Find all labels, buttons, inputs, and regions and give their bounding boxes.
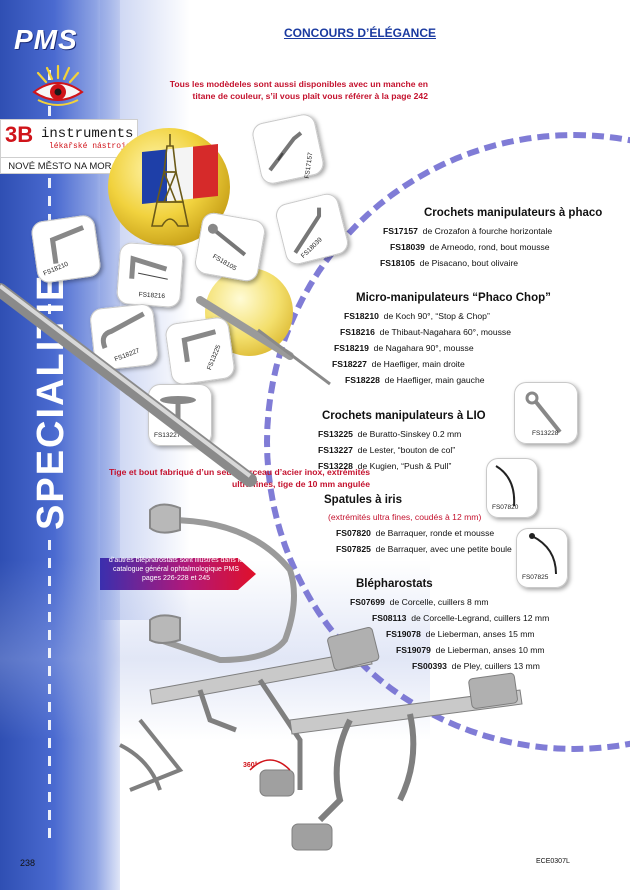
side-note: Tige et bout fabriqué d’un seul morceau … [108, 467, 370, 489]
badge-city: NOVÉ MĚSTO NA MORAVĚ [1, 157, 137, 172]
list-item: FS07820 de Barraquer, ronde et mousse [336, 528, 495, 538]
olive-tip-icon [207, 223, 247, 257]
list-item: FS18216 de Thibaut-Nagahara 60°, mousse [340, 327, 511, 337]
pms-logo: PMS [14, 24, 78, 55]
page-title: CONCOURS D’ÉLÉGANCE [283, 26, 436, 40]
chopper-tip-icon [129, 255, 168, 280]
list-item: FS07825 de Barraquer, avec une petite bo… [336, 544, 512, 554]
thumb-fs18216: FS18216 [115, 241, 185, 309]
thumb-code: FS13228 [532, 430, 559, 437]
rotation-label: 360° [243, 762, 258, 769]
hook-tip-icon [268, 131, 303, 172]
list-item: FS19078 de Lieberman, anses 15 mm [386, 629, 535, 639]
band-dash-top [48, 70, 51, 330]
thumb-fs13227: FS13227 [148, 384, 212, 446]
list-item: FS13227 de Lester, “bouton de col” [318, 445, 456, 455]
thumb-code: FS07825 [522, 574, 549, 581]
badge-name: instruments [41, 126, 134, 142]
section-heading-phaco: Crochets manipulateurs à phaco [420, 207, 607, 219]
thumb-fs07825: FS07825 [516, 528, 568, 588]
thumb-fs13228: FS13228 [514, 382, 578, 444]
badge-subtitle: lékařské nástroje [49, 142, 131, 151]
push-pull-hook-icon [525, 391, 562, 434]
thumb-fs18227: FS18227 [88, 302, 160, 372]
callout-text: d’autres blépharostats sont illustrés da… [108, 557, 244, 582]
list-item: FS18219 de Nagahara 90°, mousse [334, 343, 474, 353]
list-item: FS18039 de Arneodo, rond, bout mousse [390, 242, 550, 252]
thumb-code: FS07820 [492, 504, 519, 511]
spatula-ball-icon [529, 533, 557, 575]
thumb-code: FS13227 [154, 432, 181, 439]
badge-prefix: 3B [5, 122, 34, 147]
page-number: 238 [20, 858, 36, 868]
list-item: FS17157 de Crozafon à fourche horizontal… [383, 226, 553, 236]
list-item: FS13228 de Kugien, “Push & Pull” [318, 461, 452, 471]
hook-tip-icon [293, 207, 322, 254]
list-item: FS18228 de Haefliger, main gauche [345, 375, 485, 385]
list-item: FS08113 de Corcelle-Legrand, cuillers 12… [372, 613, 550, 623]
list-item: FS18105 de Pisacano, bout olivaire [380, 258, 519, 268]
spatula-icon [495, 465, 516, 507]
side-label: SPECIALITIES [30, 246, 72, 530]
chopper-tip-icon [49, 225, 85, 264]
thumb-fs18210: FS18210 [29, 213, 103, 285]
hook-tip-icon [181, 329, 217, 363]
list-item: FS13225 de Buratto-Sinskey 0.2 mm [318, 429, 462, 439]
thumb-fs17157: FS17157 [250, 112, 326, 186]
list-item: FS18227 de Haefliger, main droite [332, 359, 465, 369]
section-note: (extrémités ultra fines, coudés à 12 mm) [328, 512, 482, 522]
eiffel-tower-icon [151, 134, 189, 227]
section-heading-spatules: Spatules à iris [320, 494, 406, 506]
thumb-fs13225: FS13225 [163, 315, 237, 387]
band-dash-bottom [48, 540, 51, 840]
list-item: FS07699 de Corcelle, cuillers 8 mm [350, 597, 489, 607]
intro-text: Tous les modèdeles sont aussi disponible… [169, 79, 428, 101]
eye-logo-icon [32, 64, 84, 106]
thumb-fs18105: FS18105 [193, 210, 267, 284]
section-heading-chop: Micro-manipulateurs “Phaco Chop” [352, 292, 555, 304]
list-item: FS19079 de Lieberman, anses 10 mm [396, 645, 545, 655]
list-item: FS18210 de Koch 90°, “Stop & Chop” [344, 311, 490, 321]
section-heading-blepharostats: Blépharostats [352, 578, 437, 590]
list-item: FS00393 de Pley, cuillers 13 mm [412, 661, 540, 671]
thumb-fs07820: FS07820 [486, 458, 538, 518]
page-code: ECE0307L [536, 858, 570, 865]
section-heading-lio: Crochets manipulateurs à LIO [318, 410, 490, 422]
thumb-fs18039: FS18039 [273, 191, 351, 267]
hook-curve-icon [100, 311, 145, 349]
